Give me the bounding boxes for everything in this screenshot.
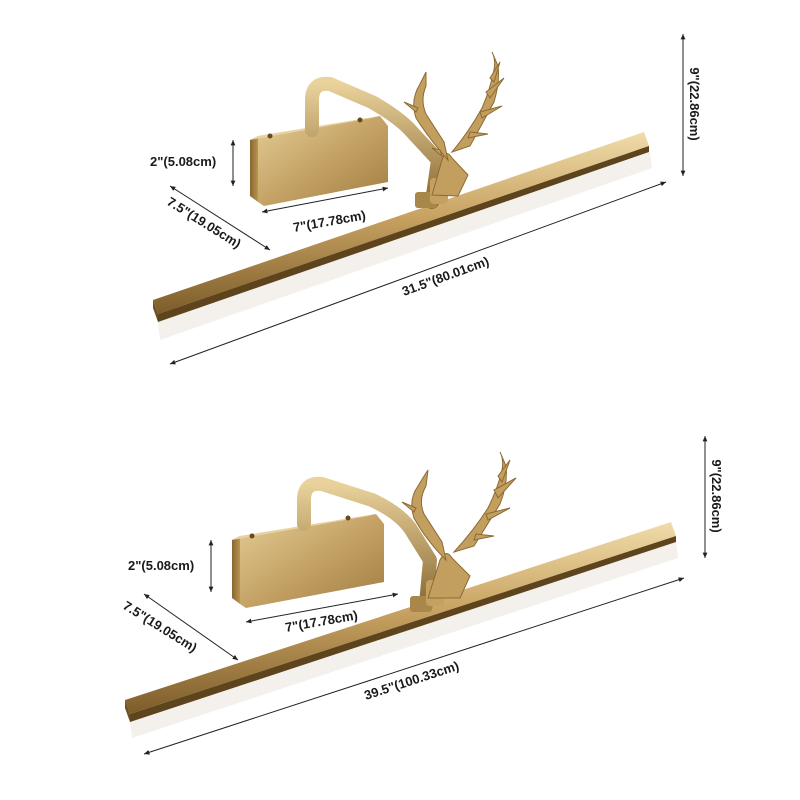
lamp-1-height-label: 9"(22.86cm)	[687, 67, 702, 140]
lamp-1-deer-antler-ornament	[403, 51, 505, 197]
lamp-2-light-bar	[125, 522, 676, 722]
lamp-1-arm	[305, 76, 445, 209]
lamp-1: 9"(22.86cm) 2"(5.08cm) 7.5"(19.05cm) 7"(…	[150, 34, 702, 365]
lamp-2-projection-label: 7.5"(19.05cm)	[120, 598, 199, 655]
lamp-1-plate-height-label: 2"(5.08cm)	[150, 154, 216, 169]
lamp-2-bar-shadow	[130, 542, 678, 738]
lamp-2-bar-length-line	[143, 577, 685, 755]
lamp-2-dimensions	[143, 436, 708, 755]
lamp-2-plate-height-label: 2"(5.08cm)	[128, 558, 194, 573]
lamp-1-bar-length-line	[169, 181, 667, 365]
lamp-1-dimensions	[169, 34, 686, 365]
lamp-2-deer-antler-ornament	[401, 451, 517, 599]
lamp-2-height-label: 9"(22.86cm)	[709, 459, 724, 532]
lamp-2-bar-length-label: 39.5"(100.33cm)	[362, 658, 460, 703]
lamp-2: 9"(22.86cm) 2"(5.08cm) 7.5"(19.05cm) 7"(…	[120, 436, 724, 755]
lamp-1-projection-label: 7.5"(19.05cm)	[164, 194, 243, 251]
lamp-1-light-bar	[153, 132, 649, 322]
lamp-2-arm	[297, 476, 437, 611]
lamp-1-bar-length-label: 31.5"(80.01cm)	[400, 253, 491, 298]
